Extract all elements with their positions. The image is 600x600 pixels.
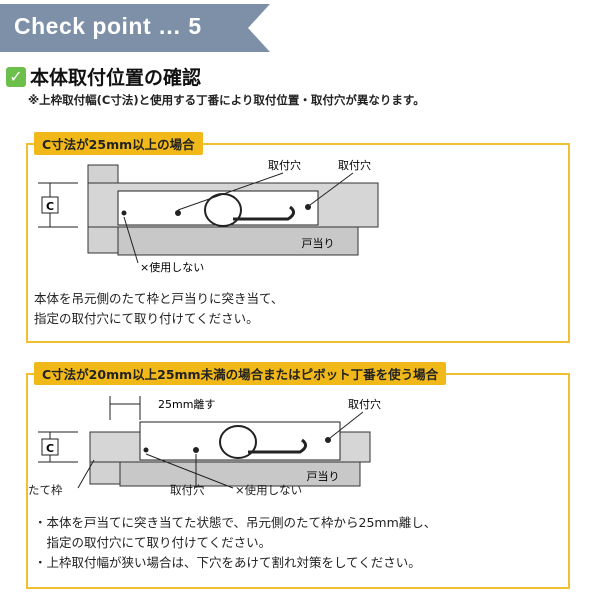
title-banner	[0, 4, 270, 52]
not-used-label-2: ×使用しない	[235, 483, 303, 497]
section2-diagram: 25mm離す C 戸当り 取付穴	[38, 396, 381, 489]
section2-desc-line2: 指定の取付穴にて取り付けてください。	[34, 535, 272, 550]
gap-label: 25mm離す	[158, 397, 215, 411]
section1-title: C寸法が25mm以上の場合	[34, 132, 203, 155]
section1-diagram: C たて 枠 戸当り 取付穴 取付穴 ×使用しない	[38, 158, 379, 274]
heading-text: 本体取付位置の確認	[30, 67, 202, 89]
note-text: ※上枠取付幅(C寸法)と使用する丁番により取付位置・取付穴が異なります。	[28, 93, 425, 107]
not-used-label-1: ×使用しない	[140, 261, 204, 274]
toatari-label-2: 戸当り	[307, 469, 340, 483]
toatari-label-1: 戸当り	[302, 236, 335, 250]
section1-desc-line1: 本体を吊元側のたて枠と戸当りに突き当て、	[34, 291, 284, 306]
section2-desc-line1: ・本体を戸当てに突き当てた状態で、吊元側のたて枠から25mm離し、	[34, 515, 437, 530]
hole-label-2top: 取付穴	[348, 397, 381, 411]
hole-label-1b: 取付穴	[338, 158, 371, 172]
c-label: C	[46, 200, 54, 213]
check-icon: ✓	[6, 67, 26, 87]
section2-desc-line3: ・上枠取付幅が狭い場合は、下穴をあけて割れ対策をしてください。	[34, 555, 421, 570]
c-label-2: C	[46, 442, 54, 455]
hole-label-2bottom: 取付穴	[170, 483, 205, 497]
hole-label-1a: 取付穴	[268, 158, 301, 172]
section1-desc-line2: 指定の取付穴にて取り付けてください。	[34, 311, 259, 326]
banner-title: Check point … 5	[14, 13, 202, 39]
tatewaku-label-2: たて枠	[28, 483, 63, 497]
section-heading: ✓本体取付位置の確認	[6, 63, 201, 90]
section2-title: C寸法が20mm以上25mm未満の場合またはピボット丁番を使う場合	[34, 362, 447, 385]
